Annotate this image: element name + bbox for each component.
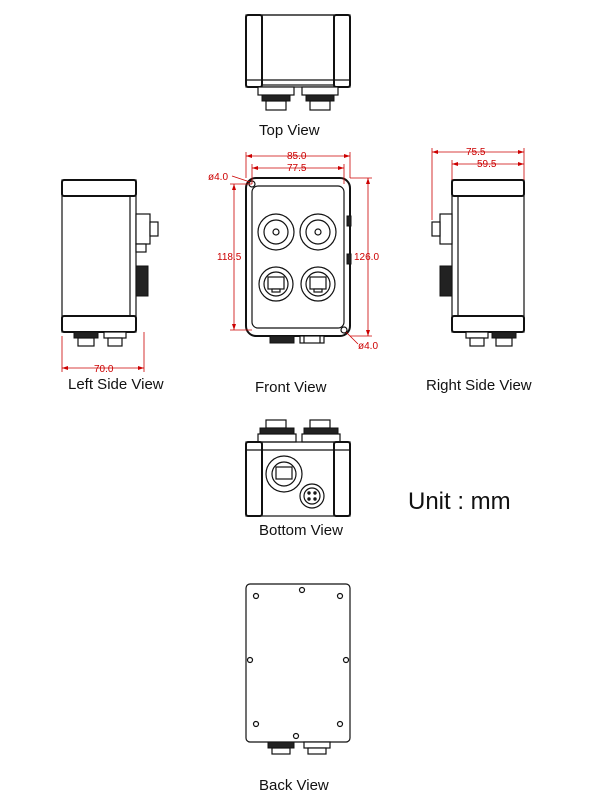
bottom-view [245, 419, 351, 517]
dim-hole-top-left: ø4.0 [208, 172, 228, 183]
left-side-view: 70.0 [61, 179, 159, 375]
left-side-view-label: Left Side View [68, 376, 164, 393]
bottom-view-label: Bottom View [259, 522, 343, 539]
dim-front-height-outer: 126.0 [354, 252, 379, 263]
top-view [245, 14, 351, 111]
dim-hole-bottom-right: ø4.0 [358, 341, 378, 352]
front-view: 85.0 77.5 ø4.0 118.5 126.0 ø4.0 [208, 151, 379, 352]
right-side-view-label: Right Side View [426, 377, 532, 394]
dim-left-depth: 70.0 [94, 364, 114, 375]
top-view-label: Top View [259, 122, 320, 139]
dim-right-depth-outer: 75.5 [466, 147, 486, 158]
right-side-view: 75.5 59.5 [431, 147, 525, 347]
dim-front-width-inner: 77.5 [287, 163, 307, 174]
dim-right-depth-inner: 59.5 [477, 159, 497, 170]
unit-label: Unit : mm [408, 488, 511, 515]
front-view-label: Front View [255, 379, 327, 396]
dim-front-width-outer: 85.0 [287, 151, 307, 162]
back-view-label: Back View [259, 777, 329, 794]
back-view [245, 583, 351, 755]
dim-front-height-inner: 118.5 [217, 252, 242, 263]
